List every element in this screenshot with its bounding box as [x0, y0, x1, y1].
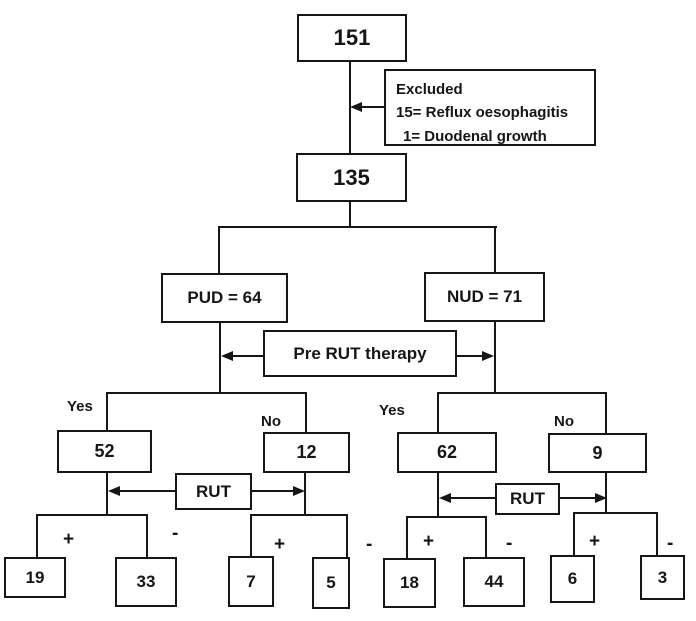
nud-yes-count-box: 62	[397, 432, 497, 473]
connector-62-split	[406, 516, 487, 518]
connector-12-split	[250, 514, 348, 516]
rut-negative-label-2: -	[366, 534, 373, 555]
pud-no-rut-negative-box: 5	[312, 557, 350, 609]
connector-to-33	[146, 514, 148, 557]
rut-positive-label-2: +	[274, 534, 286, 555]
connector-to-44	[485, 516, 487, 557]
included-count-box: 135	[296, 153, 407, 202]
connector-pud-split	[106, 392, 307, 394]
nud-yes-rut-negative-box: 44	[463, 557, 525, 607]
connector-52-split	[36, 514, 148, 516]
connector-to-6	[573, 512, 575, 555]
enrolled-count-box: 151	[297, 14, 407, 62]
pre-rut-therapy-box: Pre RUT therapy	[263, 330, 457, 377]
nud-no-label: No	[554, 413, 574, 430]
pud-yes-rut-negative-box: 33	[115, 557, 177, 607]
connector-included-down	[349, 202, 351, 227]
connector-to-7	[250, 514, 252, 556]
excluded-reason-2: 1= Duodenal growth	[403, 127, 547, 145]
rut-left-arrow-left-shaft	[119, 490, 175, 492]
rut-right-arrow-left-icon	[439, 493, 451, 503]
connector-to-pud-no	[305, 392, 307, 432]
connector-to-19	[36, 514, 38, 557]
connector-to-nud	[494, 226, 496, 273]
rut-positive-label-1: +	[63, 529, 75, 550]
pud-group-box: PUD = 64	[161, 273, 288, 323]
nud-yes-label: Yes	[379, 402, 405, 419]
connector-to-nud-yes	[437, 392, 439, 432]
pre-rut-arrow-left-shaft	[232, 355, 263, 357]
pud-yes-count-box: 52	[57, 430, 152, 473]
rut-positive-label-4: +	[589, 531, 601, 552]
pre-rut-arrow-right-shaft	[457, 355, 483, 357]
connector-to-3	[656, 512, 658, 555]
pre-rut-arrow-left-icon	[221, 351, 233, 361]
rut-left-box: RUT	[175, 473, 252, 510]
connector-nud-down	[494, 322, 496, 394]
excluded-box: Excluded 15= Reflux oesophagitis 1= Duod…	[384, 69, 596, 146]
excluded-reason-1: 15= Reflux oesophagitis	[396, 104, 569, 122]
connector-pud-down	[219, 323, 221, 394]
pud-yes-rut-positive-box: 19	[4, 557, 66, 598]
excluded-heading: Excluded	[396, 81, 463, 98]
rut-right-arrow-right-shaft	[560, 497, 596, 499]
nud-no-rut-negative-box: 3	[640, 555, 685, 600]
rut-left-arrow-left-icon	[108, 486, 120, 496]
nud-yes-rut-positive-box: 18	[383, 558, 436, 608]
connector-52-down	[106, 473, 108, 516]
pud-no-label: No	[261, 413, 281, 430]
rut-right-arrow-right-icon	[595, 493, 607, 503]
connector-to-nud-no	[605, 392, 607, 433]
rut-right-arrow-left-shaft	[450, 497, 495, 499]
nud-no-count-box: 9	[548, 433, 647, 473]
connector-nud-split	[437, 392, 607, 394]
pud-no-count-box: 12	[263, 432, 350, 473]
connector-to-18	[406, 516, 408, 558]
pre-rut-arrow-right-icon	[482, 351, 494, 361]
rut-left-arrow-right-icon	[293, 486, 305, 496]
pud-yes-label: Yes	[67, 398, 93, 415]
connector-62-down	[437, 473, 439, 518]
rut-negative-label-4: -	[667, 533, 674, 554]
nud-group-box: NUD = 71	[424, 272, 545, 322]
connector-top-split	[218, 226, 497, 228]
rut-negative-label-1: -	[172, 523, 179, 544]
connector-12-down	[304, 473, 306, 516]
nud-no-rut-positive-box: 6	[550, 555, 595, 603]
rut-left-arrow-right-shaft	[252, 490, 294, 492]
connector-9-split	[573, 512, 658, 514]
rut-negative-label-3: -	[506, 533, 513, 554]
connector-to-pud-yes	[106, 392, 108, 430]
pud-no-rut-positive-box: 7	[228, 556, 274, 607]
connector-to-pud	[218, 226, 220, 274]
rut-positive-label-3: +	[423, 531, 435, 552]
excluded-arrow-left-icon	[350, 102, 362, 112]
excluded-arrow-shaft	[361, 106, 384, 108]
rut-right-box: RUT	[495, 483, 560, 515]
connector-to-5	[346, 514, 348, 557]
